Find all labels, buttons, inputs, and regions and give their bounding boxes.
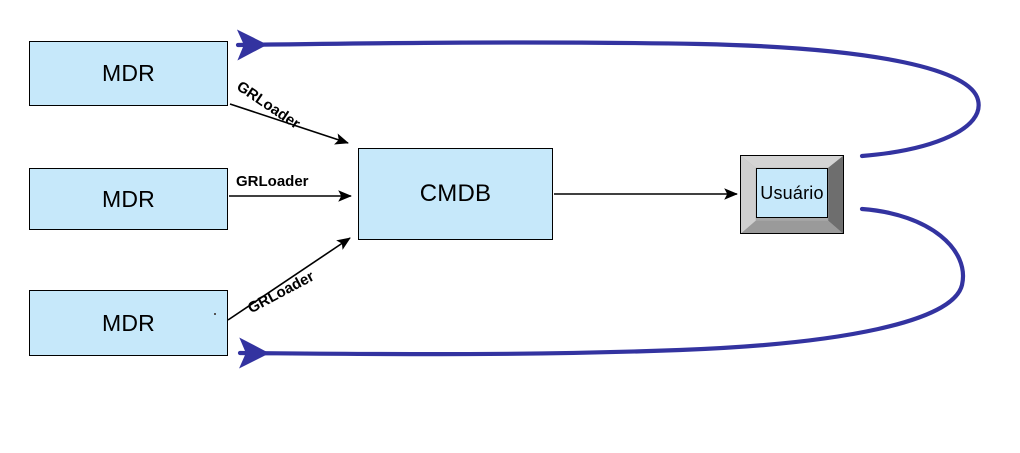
node-mdr-top[interactable]: MDR (29, 41, 228, 106)
connector-usuario-to-mdr-bottom (237, 206, 966, 369)
node-mdr-bottom-label: MDR (102, 309, 155, 336)
node-mdr-top-label: MDR (102, 60, 155, 86)
stray-dot-artifact (214, 313, 216, 315)
node-mdr-bottom[interactable]: MDR (29, 290, 228, 356)
connector-mdr-top-to-cmdb (229, 103, 349, 145)
node-cmdb-label: CMDB (419, 180, 492, 207)
node-mdr-middle[interactable]: MDR (29, 168, 228, 230)
usuario-screen: Usuário (756, 168, 828, 218)
node-usuario[interactable]: Usuário (740, 155, 844, 234)
connector-usuario-to-mdr-top (235, 29, 981, 159)
node-mdr-middle-label: MDR (102, 185, 155, 212)
node-usuario-label: Usuário (760, 182, 824, 203)
node-cmdb[interactable]: CMDB (358, 148, 553, 240)
connector-mdr-bottom-to-cmdb (227, 237, 351, 321)
edge-label-grloader-middle: GRLoader (236, 173, 309, 190)
